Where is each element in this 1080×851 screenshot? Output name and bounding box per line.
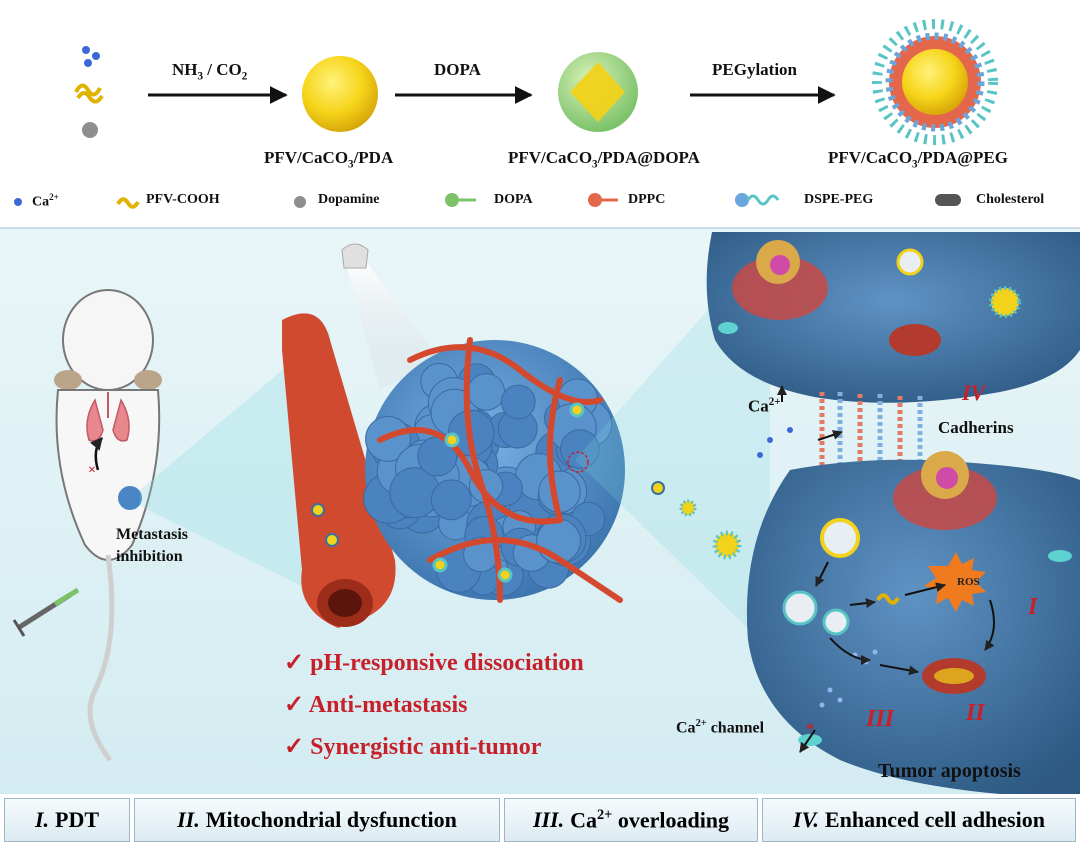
- legend-dspe-peg: DSPE-PEG: [804, 192, 874, 207]
- legend-dopamine: Dopamine: [318, 192, 380, 207]
- svg-text:×: ×: [88, 463, 96, 478]
- zoom-cone-left: [140, 330, 330, 600]
- peg-particle: [872, 19, 998, 145]
- footer-cell-pdt: I.PDT: [4, 798, 130, 842]
- step1-label: NH3 / CO2: [172, 60, 248, 83]
- step3-label: PEGylation: [712, 60, 798, 79]
- legend-dppc: DPPC: [628, 192, 666, 207]
- feature-item: ✓ pH-responsive dissociation: [284, 650, 584, 676]
- ca-release-label: Ca2+: [748, 396, 781, 416]
- footer-cell-cell-adhesion: IV.Enhanced cell adhesion: [762, 798, 1076, 842]
- reagents-group: [74, 46, 104, 138]
- light-source-icon: [341, 243, 369, 269]
- pfv-caco3-pda-particle: [302, 56, 378, 132]
- legend-icons: [14, 193, 961, 209]
- footer-cell-ca-overloading: III.Ca2+ overloading: [504, 798, 758, 842]
- upper-tumor-cell: [706, 232, 1080, 403]
- ros-label: ROS: [957, 576, 980, 588]
- mouse-illustration: ×: [12, 289, 162, 762]
- step2-label: DOPA: [434, 60, 481, 79]
- roman-iv-marker: IV: [962, 380, 986, 405]
- legend-dopa: DOPA: [494, 192, 533, 207]
- legend-ca: Ca2+: [32, 192, 59, 210]
- cadherin-junctions: [777, 385, 923, 470]
- zoom-target-marker: [567, 451, 589, 473]
- product2-label: PFV/CaCO3/PDA@DOPA: [508, 148, 700, 171]
- product3-label: PFV/CaCO3/PDA@PEG: [828, 148, 1008, 171]
- svg-text:*: *: [806, 721, 814, 738]
- tumor-apoptosis-label: Tumor apoptosis: [878, 760, 1021, 782]
- feature-item: ✓ Synergistic anti-tumor: [284, 734, 542, 760]
- lower-tumor-cell: *: [746, 451, 1080, 794]
- roman-iii-marker: III: [866, 706, 895, 732]
- cadherins-label: Cadherins: [938, 418, 1014, 437]
- tumor-cluster: [363, 337, 625, 603]
- ca-channel-label: Ca2+ channel: [676, 718, 765, 737]
- roman-i-marker: I: [1028, 594, 1038, 620]
- roman-ii-marker: II: [966, 700, 985, 726]
- mouse-label-line1: Metastasis: [116, 526, 188, 543]
- metastasis-node: [118, 486, 142, 510]
- blood-vessel: [282, 313, 396, 628]
- footer-cell-mitochondria: II.Mitochondrial dysfunction: [134, 798, 500, 842]
- legend-cholesterol: Cholesterol: [976, 192, 1045, 207]
- circulating-nanoparticles: [651, 427, 793, 560]
- mouse-label-line2: inhibition: [116, 548, 183, 565]
- product1-label: PFV/CaCO3/PDA: [264, 148, 394, 171]
- feature-item: ✓ Anti-metastasis: [284, 692, 468, 718]
- dopa-particle: [558, 52, 638, 132]
- ros-burst: [924, 552, 986, 612]
- legend-pfv: PFV-COOH: [146, 192, 220, 207]
